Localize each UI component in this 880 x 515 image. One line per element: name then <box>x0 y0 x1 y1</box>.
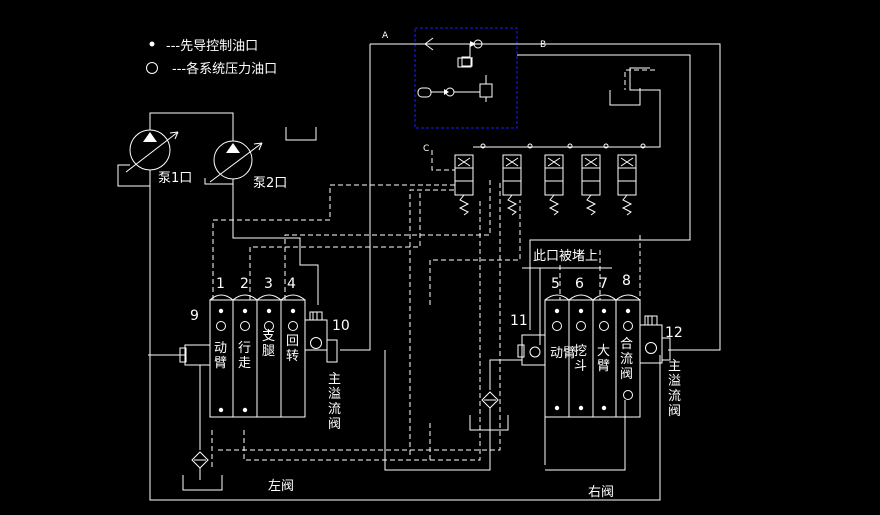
legend-system-port: ---各系统压力油口 <box>172 61 277 77</box>
right-relief-label-2: 溢 <box>668 374 681 389</box>
right-relief-label-4: 阀 <box>668 404 681 419</box>
left-relief-no: 10 <box>332 318 350 334</box>
right-valve: 5 6 7 8 动 臂 挖 斗 大 臂 合 流 阀 此口被堵上 11 12 <box>469 249 683 500</box>
blocked-port-note: 此口被堵上 <box>533 249 598 264</box>
legend: ---先导控制油口 ---各系统压力油口 <box>146 39 277 77</box>
right-section-6-line1: 挖 <box>574 344 587 359</box>
pump-1: 泵1口 <box>117 129 192 187</box>
left-section-4-line1: 回 <box>286 334 299 349</box>
left-section-1-line1: 动 <box>214 341 227 356</box>
point-c-label: C <box>423 144 429 154</box>
pilot-control-box <box>414 27 518 129</box>
left-relief-label-2: 溢 <box>328 387 341 402</box>
right-valve-no-5: 5 <box>551 276 560 292</box>
left-relief-label-1: 主 <box>328 372 341 387</box>
left-section-1-line2: 臂 <box>214 356 227 371</box>
right-relief-label-1: 主 <box>668 359 681 374</box>
left-section-2-line1: 行 <box>238 341 251 356</box>
point-a-label: A <box>382 31 389 41</box>
left-section-3-line1: 支 <box>262 329 275 344</box>
left-valve-no-3: 3 <box>264 276 273 292</box>
right-relief-label-3: 流 <box>668 389 681 404</box>
left-section-2-line2: 走 <box>238 356 251 371</box>
right-section-8-line2: 流 <box>620 352 633 367</box>
pump-2-label: 泵2口 <box>253 176 287 191</box>
left-valve-no-2: 2 <box>240 276 249 292</box>
legend-pilot-port: ---先导控制油口 <box>166 39 258 54</box>
right-inlet-no: 11 <box>510 313 528 329</box>
left-inlet-no: 9 <box>190 308 199 324</box>
left-section-3-line2: 腿 <box>262 344 275 359</box>
right-valve-title: 右阀 <box>588 485 614 500</box>
right-section-8-line3: 阀 <box>620 367 633 382</box>
right-valve-no-6: 6 <box>575 276 584 292</box>
right-section-5-line1: 动 <box>550 346 563 361</box>
right-section-7-line1: 大 <box>597 344 610 359</box>
left-valve-no-1: 1 <box>216 276 225 292</box>
right-section-6-line2: 斗 <box>574 359 587 374</box>
right-section-7-line2: 臂 <box>597 359 610 374</box>
pilot-valve-bank <box>431 67 661 216</box>
pump-1-label: 泵1口 <box>158 171 192 186</box>
left-valve: 1 2 3 4 动 臂 行 走 支 腿 回 转 9 10 主 溢 流 阀 左阀 <box>179 276 350 494</box>
pump-2: 泵2口 <box>204 140 287 194</box>
right-valve-no-7: 7 <box>599 276 608 292</box>
right-relief-no: 12 <box>665 325 683 341</box>
left-valve-no-4: 4 <box>287 276 296 292</box>
left-relief-label-3: 流 <box>328 402 341 417</box>
point-b-label: B <box>540 40 546 50</box>
tank-top <box>285 127 317 141</box>
left-relief-label-4: 阀 <box>328 417 341 432</box>
system-port-circle-icon <box>146 62 158 74</box>
pilot-port-dot-icon <box>149 41 155 47</box>
pilot-control-block <box>414 27 540 129</box>
right-section-8-line1: 合 <box>620 337 633 352</box>
left-section-4-line2: 转 <box>286 349 299 364</box>
right-valve-no-8: 8 <box>622 273 631 289</box>
right-section-5-line2: 臂 <box>563 346 576 361</box>
left-valve-title: 左阀 <box>268 479 294 494</box>
